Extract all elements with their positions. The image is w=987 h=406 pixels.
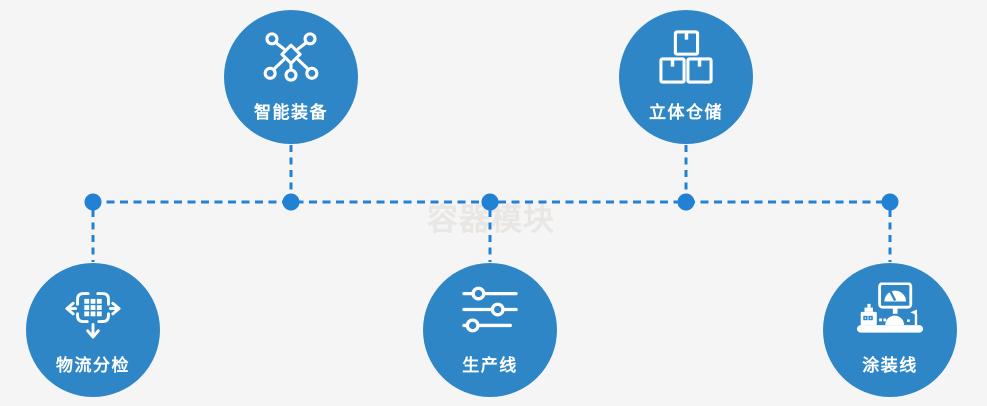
node-label: 物流分检 [56, 356, 130, 375]
node-production-line: 生产线 [423, 263, 557, 397]
node-smart-equipment: 智能装备 [224, 10, 358, 144]
sorting-distribute-icon [64, 280, 122, 340]
junction-dot-left [84, 193, 102, 211]
node-stereoscopic-warehouse: 立体仓储 [619, 10, 753, 144]
junction-dot-warehouse [677, 193, 695, 211]
node-label: 涂装线 [862, 356, 918, 375]
junction-dot-right [881, 193, 899, 211]
machine-monitor-icon [856, 282, 924, 338]
junction-dot-production [481, 193, 499, 211]
node-label: 立体仓储 [649, 103, 723, 122]
sliders-icon [462, 286, 518, 334]
network-nodes-icon [262, 31, 320, 84]
node-label: 生产线 [462, 356, 518, 375]
node-logistics-sorting: 物流分检 [26, 263, 160, 397]
junction-dot-smart-equipment [282, 193, 300, 211]
node-label: 智能装备 [254, 103, 328, 122]
node-painting-line: 涂装线 [823, 263, 957, 397]
stacked-boxes-icon [659, 30, 713, 84]
